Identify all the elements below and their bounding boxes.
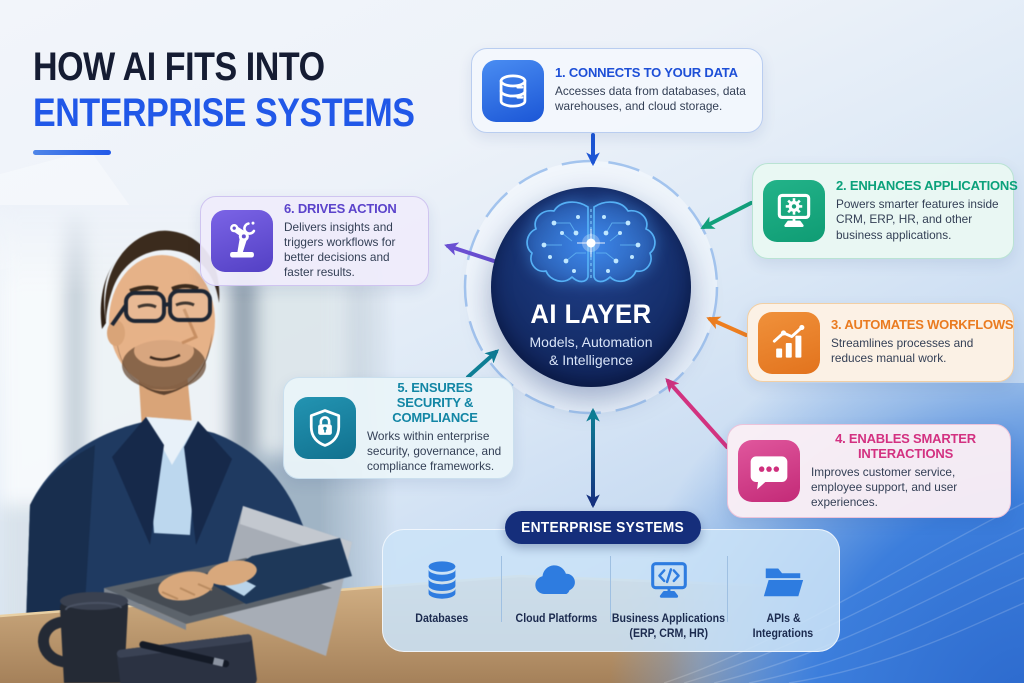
card-desc: Delivers insights and triggers workflows… — [284, 219, 396, 280]
enterprise-systems-pill: ENTERPRISE SYSTEMS — [505, 511, 701, 544]
enterprise-item-cloud-platforms: Cloud Platforms — [502, 554, 609, 627]
glasses — [110, 289, 212, 327]
card-enhances-applications: 2. ENHANCES APPLICATIONS Powers smarter … — [752, 163, 1018, 259]
ai-brain-icon — [526, 201, 656, 287]
monitor-gear-icon — [763, 180, 825, 242]
bar-chart-trend-icon — [758, 311, 820, 374]
title-line-1: HOW AI FITS INTO — [33, 45, 325, 89]
card-title: 6. DRIVES ACTION — [284, 200, 397, 216]
pen — [139, 641, 230, 668]
card-desc: Powers smarter features inside CRM, ERP,… — [836, 197, 999, 242]
arrow-ai-to-action — [444, 242, 499, 264]
arrow-workflows-to-ai — [706, 316, 748, 337]
coffee-mug — [38, 592, 129, 683]
card-enables-smarter-interactions: 4. ENABLES SMARTER INTERACTIONS Improves… — [727, 424, 1011, 518]
divider — [726, 556, 728, 622]
title-line-2: ENTERPRISE SYSTEMS — [33, 91, 415, 135]
card-desc: Streamlines processes and reduces manual… — [831, 336, 974, 366]
card-title: 3. AUTOMATES WORKFLOWS — [831, 317, 1014, 333]
enterprise-systems-panel: Databases Cloud Platforms Business Appli… — [382, 529, 840, 652]
decor-curves — [664, 502, 1024, 683]
ai-layer-subtitle: Models, Automation & Intelligence — [529, 334, 653, 369]
arrow-apps-to-ai — [700, 201, 753, 229]
card-desc: Improves customer service, employee supp… — [811, 464, 958, 509]
card-title: 5. ENSURES SECURITY & COMPLIANCE — [392, 380, 478, 426]
title-underline — [33, 150, 111, 155]
enterprise-item-business-applications: Business Applications (ERP, CRM, HR) — [611, 554, 727, 642]
card-desc: Accesses data from databases, data wareh… — [555, 84, 746, 114]
database-icon — [482, 59, 544, 122]
page-title: HOW AI FITS INTO ENTERPRISE SYSTEMS — [33, 44, 482, 155]
folder-icon — [759, 554, 807, 606]
card-desc: Works within enterprise security, govern… — [367, 429, 502, 474]
card-title: 4. ENABLES SMARTER INTERACTIONS — [835, 430, 976, 461]
ai-layer-title: AI LAYER — [530, 299, 652, 329]
divider — [501, 556, 503, 622]
database-icon — [419, 554, 465, 606]
hands-typing — [158, 538, 352, 604]
chat-bubble-icon — [738, 440, 800, 502]
robot-arm-icon — [211, 210, 273, 272]
shield-lock-icon — [294, 397, 356, 459]
card-title: 2. ENHANCES APPLICATIONS — [836, 178, 1018, 194]
divider — [609, 556, 611, 622]
card-drives-action: 6. DRIVES ACTION Delivers insights and t… — [200, 196, 429, 286]
card-ensures-security-compliance: 5. ENSURES SECURITY & COMPLIANCE Works w… — [283, 377, 514, 479]
notebook — [116, 634, 257, 683]
cloud-icon — [530, 554, 582, 606]
code-monitor-icon — [645, 554, 693, 606]
ai-layer-circle: AI LAYER Models, Automation & Intelligen… — [491, 187, 691, 387]
card-connects-to-data: 1. CONNECTS TO YOUR DATA Accesses data f… — [471, 48, 763, 133]
card-title: 1. CONNECTS TO YOUR DATA — [555, 65, 738, 81]
card-automates-workflows: 3. AUTOMATES WORKFLOWS Streamlines proce… — [747, 303, 1014, 382]
enterprise-item-apis-integrations: APIs & Integrations — [728, 554, 839, 642]
desk-objects — [38, 506, 352, 683]
enterprise-item-databases: Databases — [383, 554, 501, 627]
